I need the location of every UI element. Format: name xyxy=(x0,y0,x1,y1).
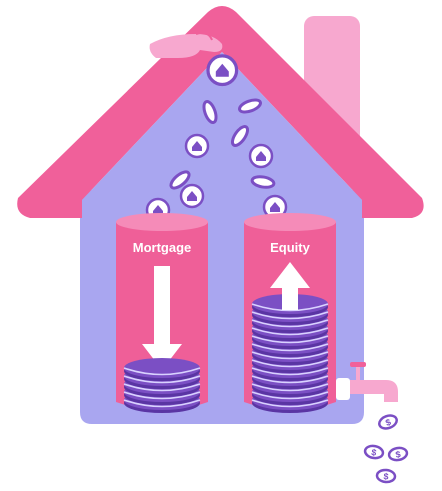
equity-coin-stack xyxy=(251,293,329,414)
tap-icon xyxy=(336,362,398,402)
mortgage-coin-stack xyxy=(123,357,201,414)
dollar-coin-icon xyxy=(362,412,410,485)
down-arrow-icon xyxy=(142,266,182,370)
equity-cylinder: Equity xyxy=(244,213,336,414)
mortgage-cylinder: Mortgage xyxy=(116,213,208,414)
up-arrow-icon xyxy=(270,262,310,310)
equity-label: Equity xyxy=(270,240,310,255)
mortgage-label: Mortgage xyxy=(133,240,192,255)
hand-icon xyxy=(149,31,223,58)
